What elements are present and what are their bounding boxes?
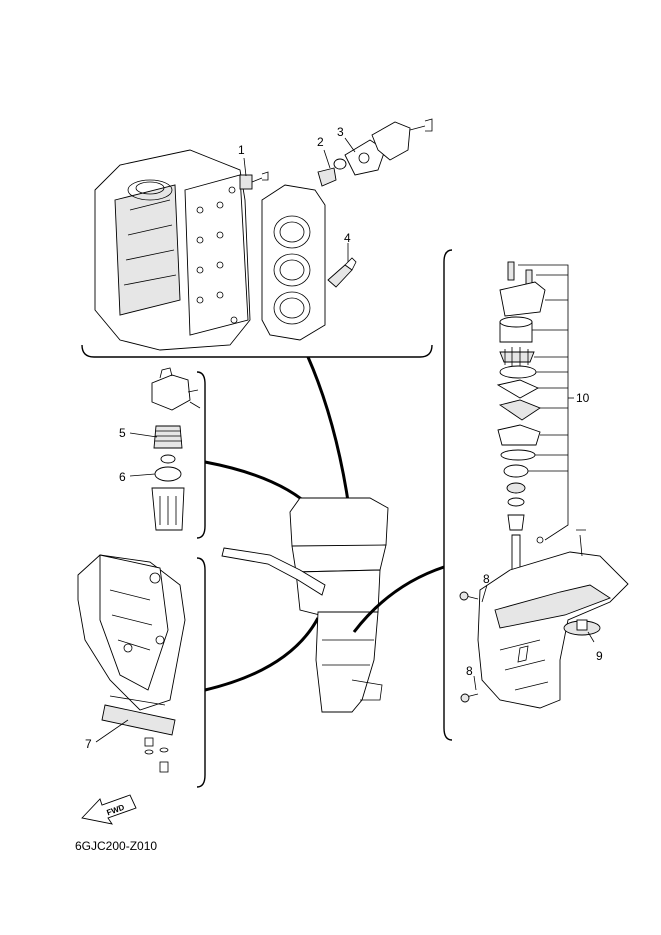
- leader-lines: [95, 137, 595, 743]
- lower-unit-bracket: [443, 249, 453, 741]
- lower-unit-connector: [352, 565, 445, 633]
- callout-4: 4: [344, 231, 351, 245]
- callout-8-lower: 8: [466, 664, 473, 678]
- callout-10: 10: [576, 391, 590, 405]
- callout-8-upper: 8: [483, 572, 490, 586]
- fuel-filter-group: [151, 367, 201, 531]
- lower-unit-group: [459, 261, 629, 709]
- callout-9: 9: [596, 649, 603, 663]
- engine-block-group: [94, 118, 433, 351]
- callout-6: 6: [119, 470, 126, 484]
- fuel-group-bracket: [196, 371, 206, 539]
- diagram-code: 6GJC200-Z010: [75, 839, 157, 853]
- bracket-group: [77, 554, 186, 773]
- top-group-bracket: [81, 344, 433, 358]
- callout-3: 3: [337, 125, 344, 139]
- bracket-group-connector: [204, 617, 320, 692]
- fwd-arrow-icon: FWD: [81, 794, 137, 825]
- outboard-motor: [221, 497, 389, 713]
- callout-7: 7: [85, 737, 92, 751]
- callout-labels: 1 2 3 4 5 6 7 8 8 9 10: [85, 125, 603, 751]
- callout-1: 1: [238, 143, 245, 157]
- bracket-group-bracket: [196, 557, 206, 788]
- callout-2: 2: [317, 135, 324, 149]
- callout-5: 5: [119, 426, 126, 440]
